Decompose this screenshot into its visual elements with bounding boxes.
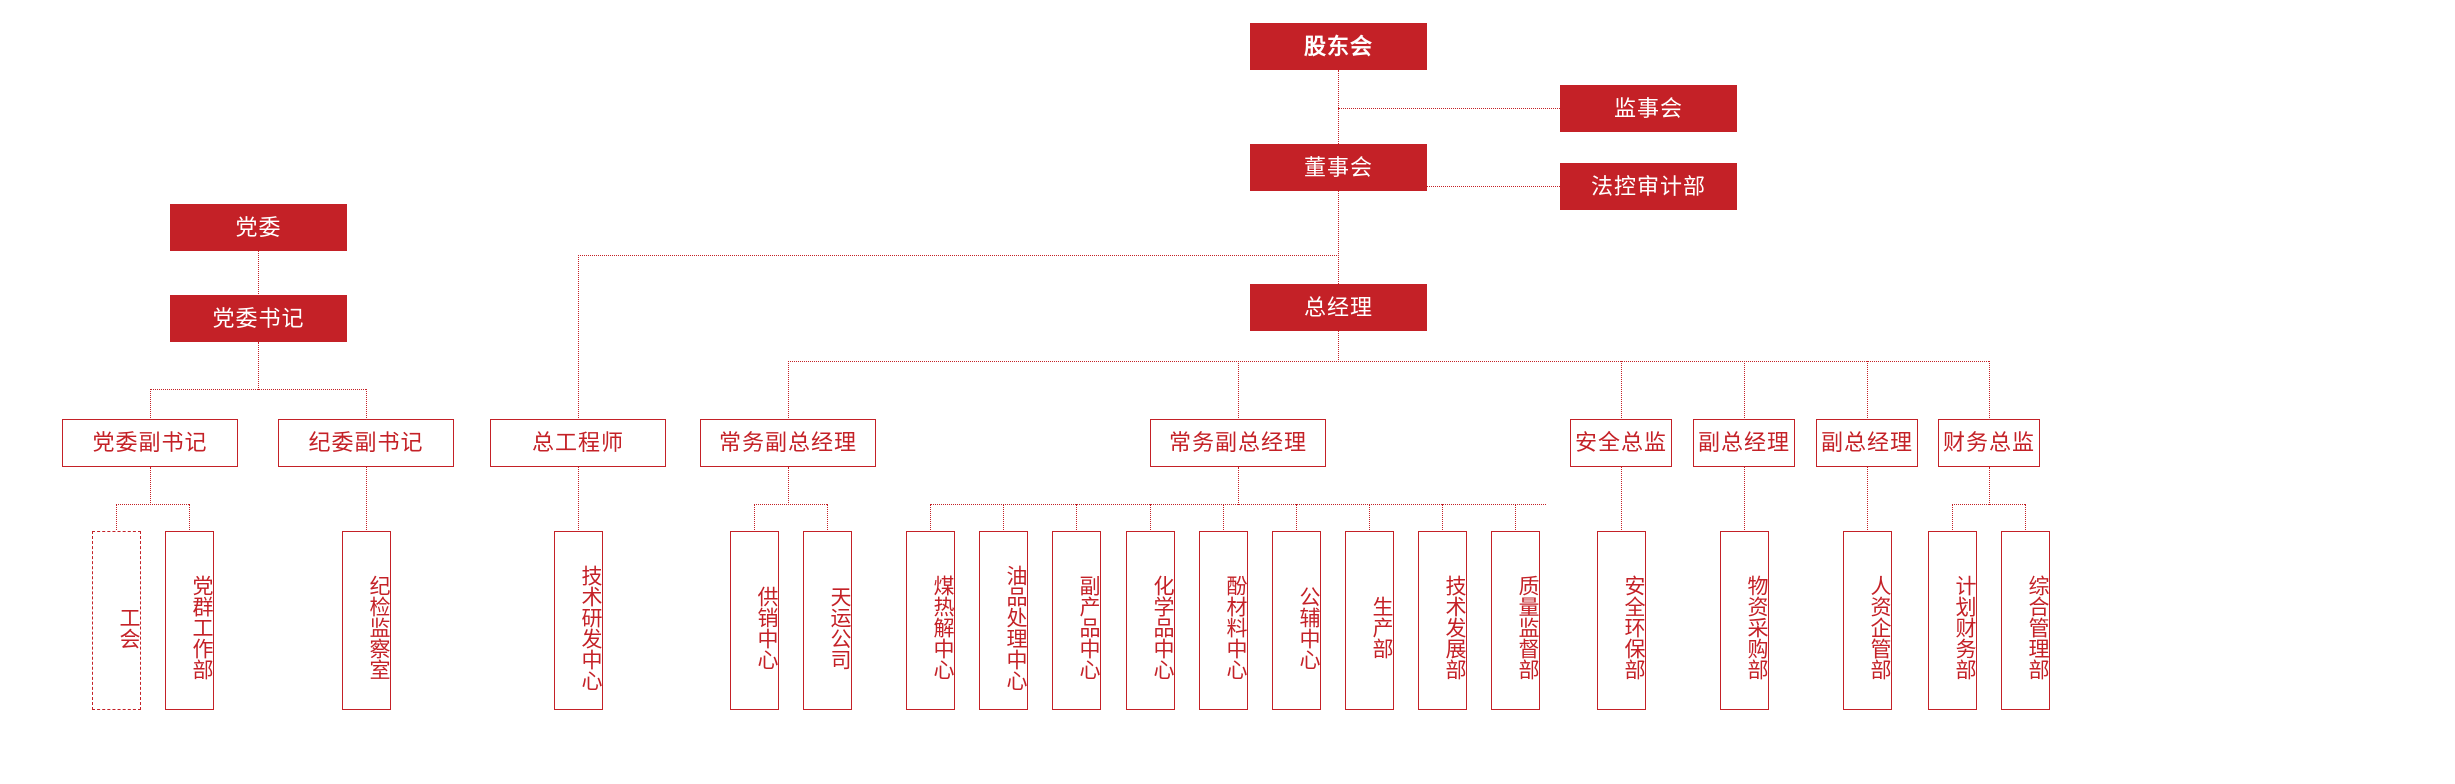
node-labor-union[interactable]: 工会	[92, 531, 141, 710]
node-hr-enterprise-mgmt-dept[interactable]: 人资企管部	[1843, 531, 1892, 710]
connector-drop-party-mass-work	[189, 504, 190, 532]
connector-finance-director-stem	[1989, 467, 1990, 505]
connector-drop-byproduct	[1076, 504, 1077, 532]
connector-drop-tech-development	[1442, 504, 1443, 532]
connector-drop-safety-director	[1621, 361, 1622, 420]
node-legal-control-audit-dept[interactable]: 法控审计部	[1560, 163, 1737, 210]
node-quality-supervision-dept[interactable]: 质量监督部	[1491, 531, 1540, 710]
connector-party-secretary-bus	[150, 389, 366, 390]
node-discipline-inspection-office[interactable]: 纪检监察室	[342, 531, 391, 710]
node-tianyun-company[interactable]: 天运公司	[803, 531, 852, 710]
node-deputy-party-secretary[interactable]: 党委副书记	[62, 419, 238, 467]
node-tech-development-dept[interactable]: 技术发展部	[1418, 531, 1467, 710]
node-shareholders-meeting[interactable]: 股东会	[1250, 23, 1427, 70]
connector-exec-deputy-2-stem	[1238, 467, 1239, 505]
connector-drop-chemicals	[1150, 504, 1151, 532]
node-exec-deputy-gm-2[interactable]: 常务副总经理	[1150, 419, 1326, 467]
node-party-committee[interactable]: 党委	[170, 204, 347, 251]
connector-party-committee-to-secretary	[258, 251, 259, 310]
connector-safety-director-to-dept	[1621, 467, 1622, 532]
node-oil-processing-center[interactable]: 油品处理中心	[979, 531, 1028, 710]
connector-drop-deputy-gm-2	[1867, 361, 1868, 420]
connector-chief-engineer-to-rd	[578, 467, 579, 532]
connector-board-to-gm	[1338, 190, 1339, 284]
node-board-of-supervisors[interactable]: 监事会	[1560, 85, 1737, 132]
connector-drop-supply-marketing	[754, 504, 755, 532]
node-deputy-discipline-secretary[interactable]: 纪委副书记	[278, 419, 454, 467]
node-chemicals-center[interactable]: 化学品中心	[1126, 531, 1175, 710]
node-tech-rd-center[interactable]: 技术研发中心	[554, 531, 603, 710]
node-production-dept[interactable]: 生产部	[1345, 531, 1394, 710]
node-exec-deputy-gm-1[interactable]: 常务副总经理	[700, 419, 876, 467]
node-byproduct-center[interactable]: 副产品中心	[1052, 531, 1101, 710]
connector-board-bus-left	[578, 255, 1339, 256]
connector-drop-tianyun	[827, 504, 828, 532]
connector-drop-deputy-gm-1	[1744, 361, 1745, 420]
node-party-mass-work-dept[interactable]: 党群工作部	[165, 531, 214, 710]
node-deputy-gm-2[interactable]: 副总经理	[1816, 419, 1918, 467]
connector-drop-deputy-discipline-secretary	[366, 389, 367, 420]
connector-deputy-party-secretary-bus	[116, 504, 189, 505]
connector-gm-stem	[1338, 330, 1339, 362]
connector-drop-chief-engineer	[578, 255, 579, 420]
connector-party-secretary-stem	[258, 342, 259, 390]
connector-drop-finance-director	[1989, 361, 1990, 420]
connector-deputy-party-secretary-stem	[150, 467, 151, 505]
connector-exec-deputy-2-bus	[930, 504, 1546, 505]
connector-drop-deputy-party-secretary	[150, 389, 151, 420]
connector-drop-general-management	[2025, 504, 2026, 532]
node-public-auxiliary-center[interactable]: 公辅中心	[1272, 531, 1321, 710]
connector-exec-deputy-1-stem	[788, 467, 789, 505]
node-coal-pyrolysis-center[interactable]: 煤热解中心	[906, 531, 955, 710]
connector-deputy-gm-2-to-dept	[1867, 467, 1868, 532]
node-general-management-dept[interactable]: 综合管理部	[2001, 531, 2050, 710]
connector-drop-oil-processing	[1003, 504, 1004, 532]
connector-exec-deputy-1-bus	[754, 504, 827, 505]
connector-deputy-gm-1-to-dept	[1744, 467, 1745, 532]
node-party-secretary[interactable]: 党委书记	[170, 295, 347, 342]
node-materials-procurement-dept[interactable]: 物资采购部	[1720, 531, 1769, 710]
connector-gm-bus	[788, 361, 1989, 362]
node-planning-finance-dept[interactable]: 计划财务部	[1928, 531, 1977, 710]
node-phenol-materials-center[interactable]: 酚材料中心	[1199, 531, 1248, 710]
node-finance-director[interactable]: 财务总监	[1938, 419, 2040, 467]
node-deputy-gm-1[interactable]: 副总经理	[1693, 419, 1795, 467]
connector-drop-exec-deputy-gm-2	[1238, 361, 1239, 420]
connector-drop-phenol	[1223, 504, 1224, 532]
connector-drop-planning-finance	[1952, 504, 1953, 532]
connector-drop-quality-supervision	[1515, 504, 1516, 532]
connector-drop-production	[1369, 504, 1370, 532]
connector-board-to-audit	[1338, 186, 1560, 187]
connector-drop-exec-deputy-gm-1	[788, 361, 789, 420]
node-chief-engineer[interactable]: 总工程师	[490, 419, 666, 467]
connector-deputy-discipline-to-office	[366, 467, 367, 532]
connector-shareholders-to-supervisors	[1338, 108, 1560, 109]
connector-finance-director-bus	[1952, 504, 2025, 505]
connector-shareholders-to-board	[1338, 70, 1339, 144]
node-supply-marketing-center[interactable]: 供销中心	[730, 531, 779, 710]
connector-drop-labor-union	[116, 504, 117, 532]
node-board-of-directors[interactable]: 董事会	[1250, 144, 1427, 191]
connector-drop-coal-pyrolysis	[930, 504, 931, 532]
connector-drop-public-auxiliary	[1296, 504, 1297, 532]
node-safety-director[interactable]: 安全总监	[1570, 419, 1672, 467]
node-general-manager[interactable]: 总经理	[1250, 284, 1427, 331]
node-safety-environment-dept[interactable]: 安全环保部	[1597, 531, 1646, 710]
